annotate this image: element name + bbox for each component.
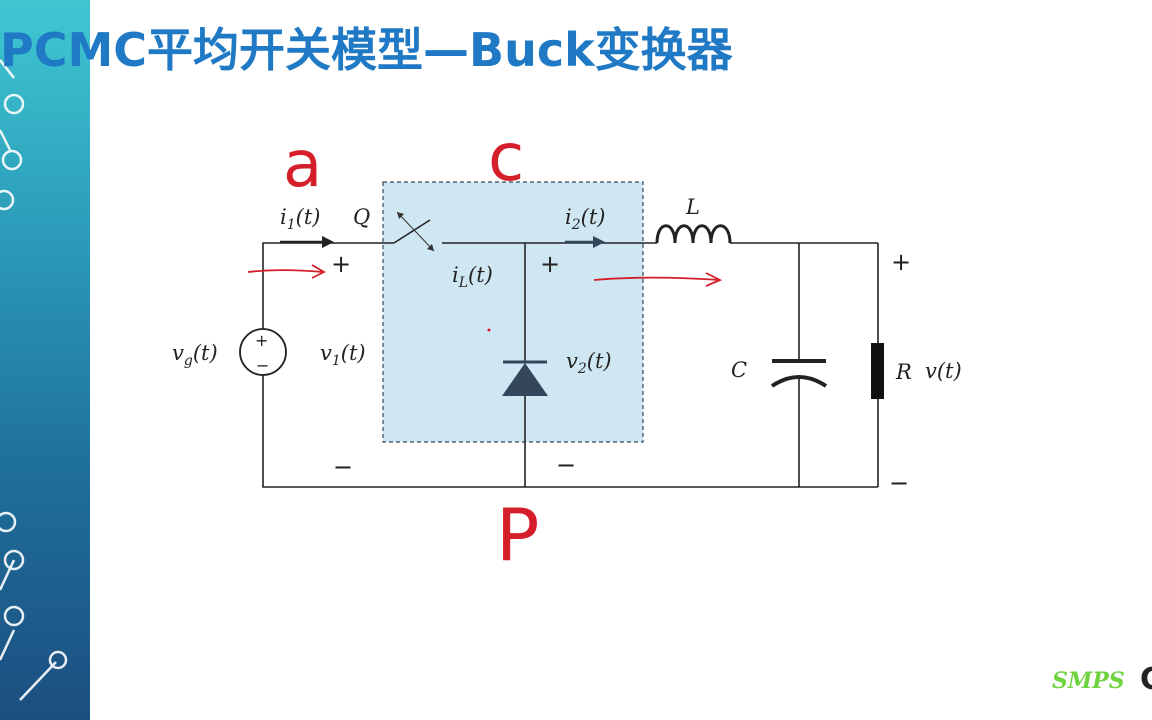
plus-vout: +: [891, 248, 911, 276]
circuit-trace-decoration: [0, 59, 68, 701]
plus-v1: +: [331, 250, 351, 278]
switch-q: [393, 211, 435, 252]
ink-dot: [487, 328, 491, 332]
logo-letter: C: [1140, 662, 1152, 697]
plus-v2: +: [540, 250, 560, 278]
minus-v2: −: [556, 451, 576, 479]
handwritten-p: P: [496, 493, 539, 577]
label-l: L: [685, 195, 700, 219]
current-arrow-i2: [565, 236, 605, 248]
handwritten-c: c: [488, 119, 524, 196]
label-q: Q: [353, 205, 370, 229]
label-r: R: [895, 360, 912, 384]
label-il: iL(t): [452, 263, 493, 291]
switch-network-box: [382, 181, 644, 443]
handwritten-current-arrows: [247, 264, 723, 287]
label-v2: v2(t): [566, 349, 612, 377]
label-i2: i2(t): [565, 205, 605, 233]
label-c: C: [731, 358, 747, 382]
label-i1: i1(t): [280, 205, 320, 233]
label-vg: vg(t): [172, 341, 218, 369]
voltage-source: + −: [239, 328, 287, 376]
slide-title: PCMC平均开关模型—Buck变换器: [0, 23, 733, 77]
circuit-wires: [262, 242, 879, 488]
capacitor: [770, 359, 828, 388]
inductor: [655, 224, 732, 244]
label-v1: v1(t): [320, 341, 366, 369]
diode: [502, 360, 548, 396]
resistor: [871, 343, 884, 399]
source-plus: +: [255, 331, 268, 350]
minus-vout: −: [889, 469, 909, 497]
source-minus: −: [256, 356, 269, 375]
sidebar-decoration: [0, 0, 90, 720]
current-arrow-i1: [280, 236, 334, 248]
minus-v1: −: [333, 453, 353, 481]
label-v-out: v(t): [925, 359, 962, 383]
smps-logo: SMPS: [1052, 668, 1125, 694]
handwritten-a: a: [283, 128, 322, 202]
